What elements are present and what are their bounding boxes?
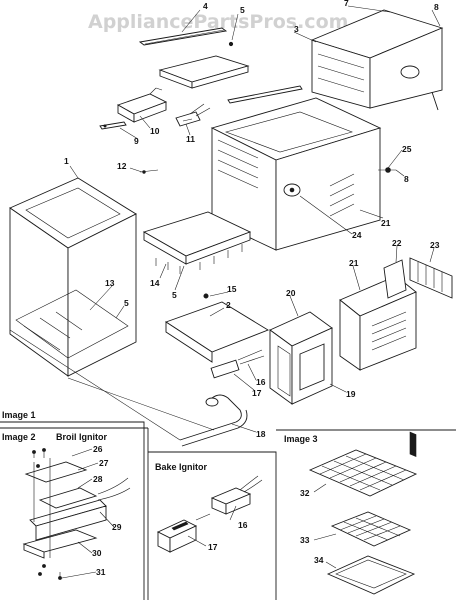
- oven-rack-32: [308, 449, 418, 497]
- bake-burner-tube: [179, 394, 248, 447]
- callout-22: 22: [392, 238, 402, 248]
- callout-5-top: 5: [240, 5, 245, 15]
- callout-17-inset: 17: [208, 542, 218, 552]
- image-3-caption: Image 3: [284, 434, 318, 444]
- part-5-screw-top: [228, 41, 234, 47]
- inset-3-leaders: [313, 483, 337, 569]
- callout-32: 32: [300, 488, 310, 498]
- part-11-switch: [175, 103, 211, 127]
- callout-8-lower: 8: [404, 174, 409, 184]
- callout-20: 20: [286, 288, 296, 298]
- callout-8-top: 8: [434, 2, 439, 12]
- image-1-caption: Image 1: [2, 410, 36, 420]
- callout-29: 29: [112, 522, 122, 532]
- part-12-clip: [139, 169, 159, 174]
- callout-25: 25: [402, 144, 412, 154]
- callout-24: 24: [352, 230, 362, 240]
- part-10-bracket: [116, 87, 168, 123]
- callout-17-main: 17: [252, 388, 262, 398]
- callout-16-main: 16: [256, 377, 266, 387]
- callout-1: 1: [64, 156, 69, 166]
- callout-31: 31: [96, 567, 106, 577]
- callout-5-mid: 5: [172, 290, 177, 300]
- broiler-pan-34: [326, 555, 416, 595]
- leader-lines: [9, 5, 441, 441]
- callout-12: 12: [117, 161, 127, 171]
- callout-9: 9: [134, 136, 139, 146]
- part-22-cover: [383, 259, 407, 299]
- outer-cabinet: [310, 9, 444, 111]
- inset-frames: [0, 421, 456, 600]
- image-2-caption: Image 2: [2, 432, 36, 442]
- part-4-strip: [138, 27, 228, 46]
- callout-21-upper: 21: [381, 218, 391, 228]
- callout-15: 15: [227, 284, 237, 294]
- callout-23: 23: [430, 240, 440, 250]
- callout-3: 3: [294, 24, 299, 34]
- callout-21-lower: 21: [349, 258, 359, 268]
- callout-2: 2: [226, 300, 231, 310]
- part-25-fitting: [378, 167, 396, 173]
- callout-34: 34: [314, 555, 324, 565]
- bake-ignitor-assembly: [210, 349, 265, 379]
- watermark-text: AppliancePartsPros.com: [88, 11, 348, 33]
- callout-4: 4: [203, 1, 208, 11]
- broil-shield: [164, 293, 270, 363]
- callout-16-inset: 16: [238, 520, 248, 530]
- bake-ignitor-inset: [156, 475, 263, 553]
- vent-cover-panel: [158, 55, 250, 89]
- callout-7: 7: [344, 0, 349, 8]
- oven-rack-33: [330, 511, 412, 547]
- callout-14: 14: [150, 278, 160, 288]
- cooktop-body: [9, 177, 137, 377]
- callout-33: 33: [300, 535, 310, 545]
- part-9-strip: [99, 121, 127, 130]
- callout-19: 19: [346, 389, 356, 399]
- oven-cavity: [210, 97, 382, 251]
- callout-5-left: 5: [124, 298, 129, 308]
- broil-pan-frame: [142, 211, 252, 274]
- callout-30: 30: [92, 548, 102, 558]
- callout-10: 10: [150, 126, 160, 136]
- broil-ignitor-caption: Broil Ignitor: [56, 432, 107, 442]
- callout-13: 13: [105, 278, 115, 288]
- callout-28: 28: [93, 474, 103, 484]
- callout-11: 11: [186, 134, 195, 144]
- part-23-insulation: [409, 257, 453, 458]
- callout-27: 27: [99, 458, 109, 468]
- callout-numbers: 4 5 3 7 8 10 9 11 12 1 13 5 14 5 15 2 16…: [64, 0, 440, 577]
- drawer-front-frame: [269, 311, 333, 405]
- callout-18: 18: [256, 429, 266, 439]
- bake-ignitor-caption: Bake Ignitor: [155, 462, 208, 472]
- broil-ignitor-assembly: [22, 448, 131, 580]
- callout-26: 26: [93, 444, 103, 454]
- trim-strip: [227, 85, 303, 104]
